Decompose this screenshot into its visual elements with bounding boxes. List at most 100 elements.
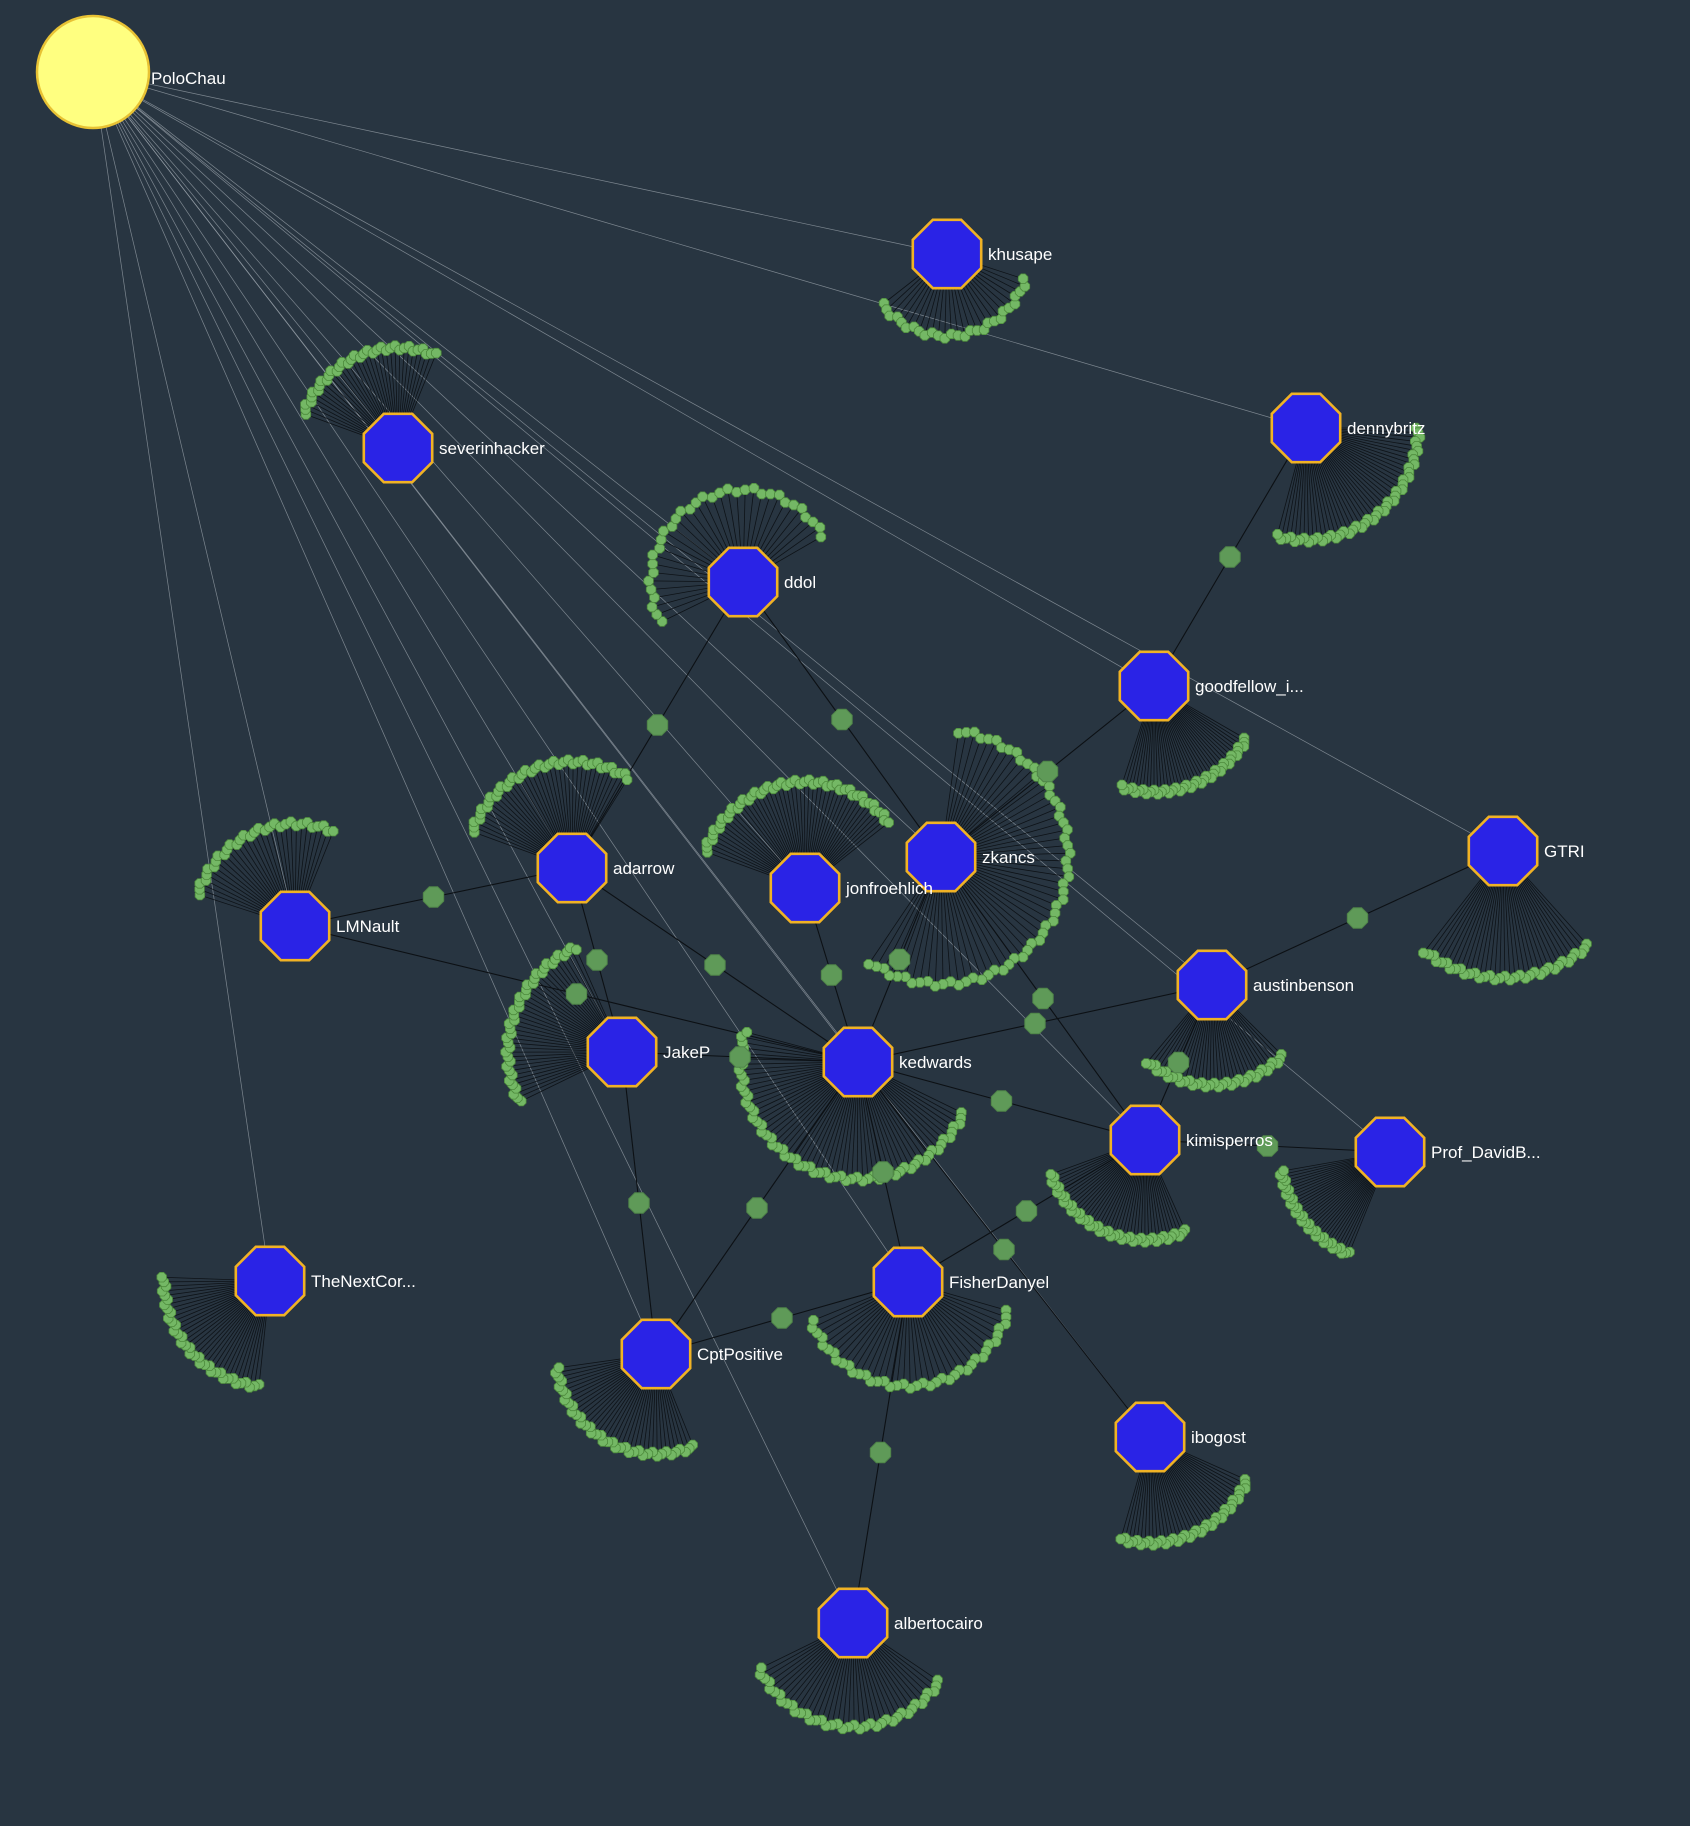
hub-node-albertocairo[interactable] xyxy=(817,1587,889,1659)
shared-node[interactable] xyxy=(628,1192,650,1214)
hub-node-ddol[interactable] xyxy=(707,546,779,618)
hub-node-ibogost[interactable] xyxy=(1114,1401,1186,1473)
shared-node[interactable] xyxy=(1036,760,1059,783)
hub-node-khusape[interactable] xyxy=(911,218,983,290)
leaf-node[interactable] xyxy=(995,313,1007,325)
leaf-node[interactable] xyxy=(796,503,808,514)
leaf-node[interactable] xyxy=(1017,273,1029,284)
leaf-node[interactable] xyxy=(1044,781,1055,792)
shared-node[interactable] xyxy=(888,948,911,971)
hub-node-jonfroehlich[interactable] xyxy=(769,852,841,924)
leaf-node[interactable] xyxy=(922,976,933,987)
leaf-node[interactable] xyxy=(756,1662,767,1673)
leaf-node[interactable] xyxy=(684,503,696,515)
leaf-node[interactable] xyxy=(977,1352,989,1363)
shared-node[interactable] xyxy=(646,714,669,736)
hub-node-austinbenson[interactable] xyxy=(1176,949,1248,1021)
shared-node[interactable] xyxy=(1032,987,1054,1010)
leaf-node[interactable] xyxy=(814,522,826,533)
leaf-node[interactable] xyxy=(765,488,776,500)
leaf-node[interactable] xyxy=(1278,1165,1289,1176)
hub-node-kimisperros[interactable] xyxy=(1109,1104,1181,1176)
shared-node[interactable] xyxy=(586,949,608,971)
leaf-node[interactable] xyxy=(648,567,659,578)
shared-node[interactable] xyxy=(422,886,445,908)
leaf-node[interactable] xyxy=(328,826,339,837)
leaf-node[interactable] xyxy=(807,516,819,528)
leaf-node[interactable] xyxy=(900,971,911,982)
hub-node-cptpositive[interactable] xyxy=(620,1318,692,1390)
leaf-node[interactable] xyxy=(1048,916,1059,927)
hub-node-zkancs[interactable] xyxy=(905,821,977,893)
leaf-node[interactable] xyxy=(646,601,658,613)
leaf-node[interactable] xyxy=(976,974,987,985)
leaf-node[interactable] xyxy=(621,774,633,785)
leaf-node[interactable] xyxy=(647,558,658,570)
leaf-node[interactable] xyxy=(690,497,702,508)
leaf-node[interactable] xyxy=(806,1322,818,1334)
shared-node[interactable] xyxy=(872,1161,894,1183)
leaf-node[interactable] xyxy=(647,549,658,561)
leaf-node[interactable] xyxy=(156,1272,167,1283)
leaf-node[interactable] xyxy=(962,1365,973,1376)
hub-node-goodfellow-i[interactable] xyxy=(1118,650,1190,722)
leaf-node[interactable] xyxy=(666,521,678,532)
leaf-node[interactable] xyxy=(1034,935,1045,946)
hub-node-fisherdanyel[interactable] xyxy=(872,1246,944,1318)
hub-node-jakep[interactable] xyxy=(586,1016,658,1088)
leaf-node[interactable] xyxy=(675,505,686,517)
leaf-node[interactable] xyxy=(645,584,657,595)
hub-node-lmnault[interactable] xyxy=(259,890,331,962)
leaf-node[interactable] xyxy=(914,977,926,988)
leaf-node[interactable] xyxy=(571,944,582,955)
leaf-node[interactable] xyxy=(892,971,903,982)
leaf-node[interactable] xyxy=(697,491,708,502)
shared-node[interactable] xyxy=(1167,1051,1190,1074)
shared-node[interactable] xyxy=(746,1197,768,1219)
leaf-node[interactable] xyxy=(953,980,964,991)
hub-node-prof-davidb[interactable] xyxy=(1354,1116,1426,1188)
hub-node-thenextcor[interactable] xyxy=(234,1245,306,1317)
leaf-node[interactable] xyxy=(431,347,442,359)
shared-node[interactable] xyxy=(869,1441,892,1464)
leaf-node[interactable] xyxy=(1017,951,1029,963)
shared-node[interactable] xyxy=(771,1307,793,1329)
hub-node-severinhacker[interactable] xyxy=(362,412,434,484)
hub-node-kedwards[interactable] xyxy=(822,1026,894,1098)
shared-node[interactable] xyxy=(1024,1012,1046,1035)
leaf-node[interactable] xyxy=(553,1362,565,1373)
root-node-polochau[interactable] xyxy=(35,14,151,130)
shared-node[interactable] xyxy=(820,964,843,986)
shared-node[interactable] xyxy=(1256,1135,1279,1157)
leaf-node[interactable] xyxy=(1011,747,1023,758)
hub-node-dennybritz[interactable] xyxy=(1270,392,1342,464)
shared-node[interactable] xyxy=(704,954,726,976)
leaf-node[interactable] xyxy=(808,1315,819,1326)
leaf-node[interactable] xyxy=(1272,529,1283,540)
leaf-node[interactable] xyxy=(883,817,894,828)
shared-node[interactable] xyxy=(1346,907,1369,929)
shared-node[interactable] xyxy=(1219,546,1241,568)
leaf-node[interactable] xyxy=(1115,1533,1126,1545)
leaf-node[interactable] xyxy=(643,575,654,587)
leaf-node[interactable] xyxy=(655,534,667,545)
leaf-node[interactable] xyxy=(863,959,874,970)
leaf-node[interactable] xyxy=(998,965,1009,976)
leaf-node[interactable] xyxy=(658,525,669,537)
leaf-node[interactable] xyxy=(815,531,827,543)
hub-node-gtri[interactable] xyxy=(1467,815,1539,887)
leaf-node[interactable] xyxy=(741,1027,753,1038)
leaf-node[interactable] xyxy=(1141,1058,1152,1069)
leaf-node[interactable] xyxy=(722,483,733,495)
leaf-node[interactable] xyxy=(670,513,682,524)
leaf-node[interactable] xyxy=(969,726,980,738)
leaf-node[interactable] xyxy=(756,488,767,500)
leaf-node[interactable] xyxy=(1116,779,1128,791)
shared-node[interactable] xyxy=(993,1238,1015,1261)
leaf-node[interactable] xyxy=(739,484,751,496)
leaf-node[interactable] xyxy=(654,543,665,554)
leaf-node[interactable] xyxy=(774,489,785,501)
leaf-node[interactable] xyxy=(1062,840,1073,851)
leaf-node[interactable] xyxy=(788,499,799,511)
leaf-node[interactable] xyxy=(937,979,949,990)
